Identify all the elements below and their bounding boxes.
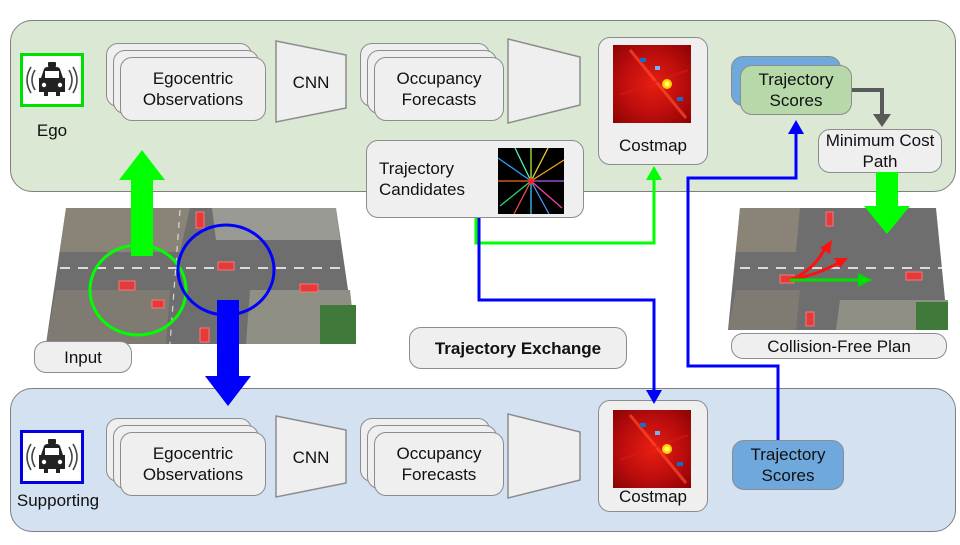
ego-scores-box: Trajectory Scores	[740, 65, 852, 115]
supporting-cnn-label: CNN	[292, 448, 330, 467]
supporting-car-icon	[20, 430, 84, 484]
plan-label-box: Collision-Free Plan	[731, 333, 947, 359]
supporting-costmap-box: Costmap	[598, 400, 708, 512]
ego-costmap-box: Costmap	[598, 37, 708, 165]
supporting-scores-box: Trajectory Scores	[732, 440, 844, 490]
supporting-forecasts-box: Occupancy Forecasts	[374, 432, 504, 496]
ego-forecasts-box: Occupancy Forecasts	[374, 57, 504, 121]
ego-cnn-label: CNN	[292, 73, 330, 92]
min-cost-path-box: Minimum Cost Path	[818, 129, 942, 173]
ego-label: Ego	[36, 121, 68, 140]
supporting-costmap-label: Costmap	[618, 487, 688, 506]
trajectory-candidates-box: Trajectory Candidates	[366, 140, 584, 218]
ego-costmap-label: Costmap	[618, 136, 688, 155]
supporting-observations-box: Egocentric Observations	[120, 432, 266, 496]
blue-candidates-to-costmap	[477, 218, 662, 404]
ego-observations-box: Egocentric Observations	[120, 57, 266, 121]
trajectory-exchange-label: Trajectory Exchange	[409, 327, 627, 369]
supporting-label: Supporting	[16, 491, 100, 510]
trajectory-candidates-label: Trajectory Candidates	[379, 159, 466, 199]
input-label-box: Input	[34, 341, 132, 373]
ego-car-icon	[20, 53, 84, 107]
